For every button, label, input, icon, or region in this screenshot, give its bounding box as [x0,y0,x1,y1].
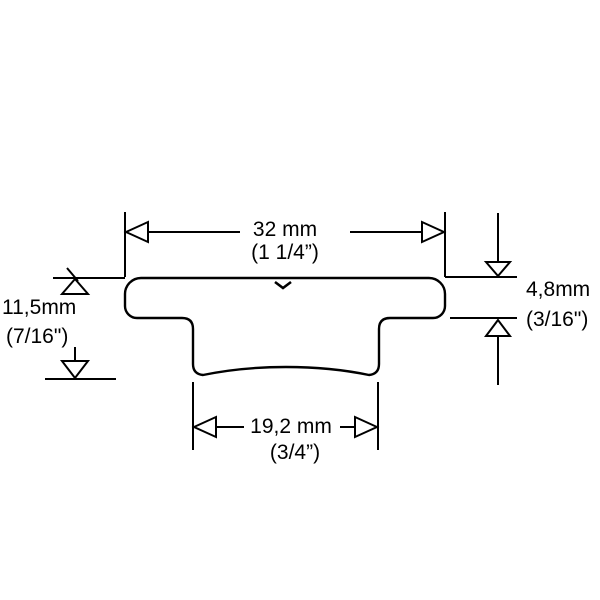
dim-total-height: 11,5mm (7/16") [2,267,125,380]
total-height-mm-label: 11,5mm [2,296,76,319]
top-width-mm-label: 32 mm [253,218,317,241]
dim-flange-thickness: 4,8mm (3/16") [445,213,590,385]
arrowhead-left-icon [123,220,149,244]
dim-bottom-width: 19,2 mm (3/4”) [191,382,380,464]
arrowhead-down-icon [59,360,91,380]
flange-thickness-mm-label: 4,8mm [526,278,590,301]
top-width-in-label: (1 1/4”) [251,241,319,264]
dim-top-width: 32 mm (1 1/4”) [123,212,447,277]
arrowhead-down-icon [483,261,513,278]
center-mark-icon [274,280,292,290]
arrowhead-up-icon [484,318,512,337]
bottom-width-mm-label: 19,2 mm [250,415,332,438]
arrowhead-up-icon [59,277,91,295]
arrowhead-left-icon [191,415,217,439]
flange-thickness-in-label: (3/16") [526,308,588,331]
arrowhead-right-icon [354,415,380,439]
arrow-tick [66,267,79,282]
bottom-width-in-label: (3/4”) [270,441,320,464]
arrowhead-right-icon [421,220,447,244]
profile-outline [123,276,447,377]
total-height-in-label: (7/16") [6,325,68,348]
